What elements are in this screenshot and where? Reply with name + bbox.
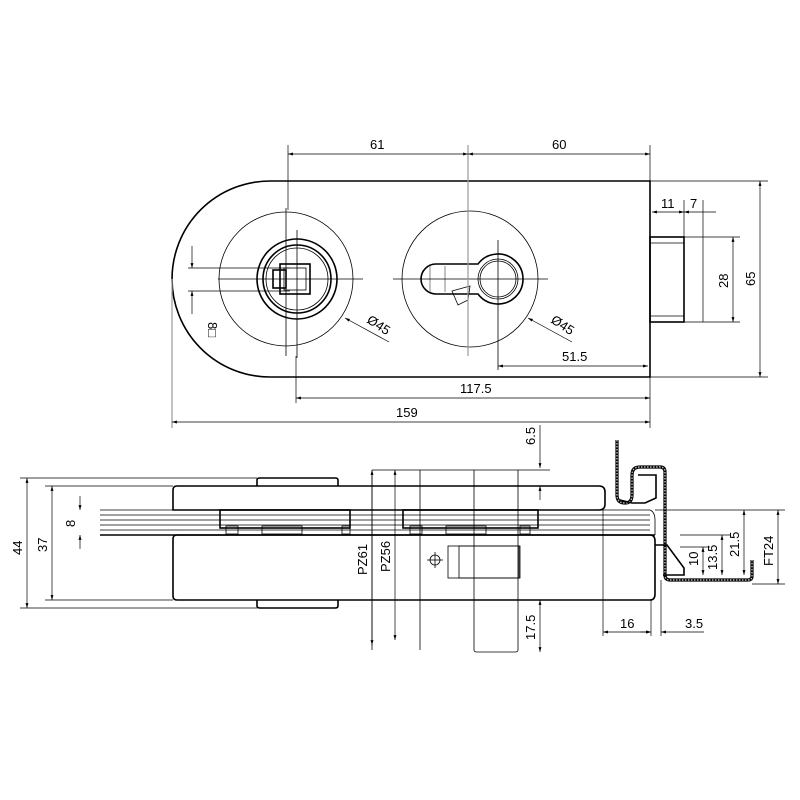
- dim-159: 159: [396, 405, 418, 420]
- dim-8: 8: [63, 520, 78, 527]
- dim-pz61: PZ61: [355, 544, 370, 575]
- strike-wedge: [655, 544, 685, 576]
- top-view: 61 60 11 7 28 65 8□ Ø45 Ø45 51.5 117.5 1…: [171, 137, 768, 428]
- side-view: 44 37 8 PZ61 PZ56 6.5 17.5 16 3.5 10 13.…: [10, 425, 785, 653]
- dim-51-5: 51.5: [562, 349, 587, 364]
- dim-rose-left: Ø45: [364, 312, 393, 338]
- dim-28: 28: [716, 274, 731, 288]
- dim-3-5: 3.5: [685, 616, 703, 631]
- dim-37: 37: [35, 538, 50, 552]
- glass-pane: [100, 509, 656, 536]
- lock-plate-outline: [171, 180, 651, 378]
- dim-rose-right: Ø45: [548, 312, 577, 338]
- gasket: [619, 474, 657, 504]
- dim-11: 11: [661, 196, 675, 211]
- lock-body: [172, 534, 656, 601]
- dim-60: 60: [552, 137, 566, 152]
- dim-21-5: 21.5: [727, 532, 742, 557]
- dim-65: 65: [743, 272, 758, 286]
- dim-44: 44: [10, 541, 25, 555]
- dim-13-5: 13.5: [705, 545, 720, 570]
- dim-61: 61: [370, 137, 384, 152]
- dim-pz56: PZ56: [378, 541, 393, 572]
- dim-10: 10: [686, 552, 701, 566]
- dim-7: 7: [690, 196, 697, 211]
- dim-spindle-square: 8□: [205, 322, 220, 337]
- dim-17-5: 17.5: [523, 615, 538, 640]
- latch-bolt: [649, 236, 685, 323]
- dim-6-5: 6.5: [523, 427, 538, 445]
- top-cover: [172, 485, 606, 511]
- dim-ft24: FT24: [761, 536, 776, 566]
- dim-16: 16: [620, 616, 634, 631]
- dim-117-5: 117.5: [460, 381, 492, 396]
